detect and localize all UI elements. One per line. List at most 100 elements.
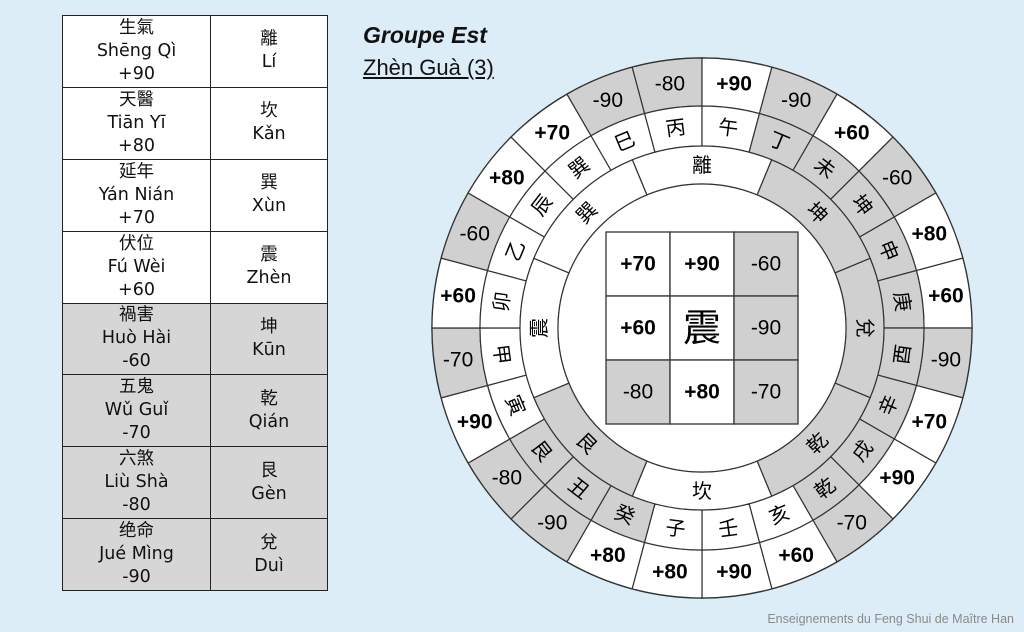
trigram-label: 離 xyxy=(692,153,712,177)
star-value: -60 xyxy=(122,351,151,372)
ring-value-label: +80 xyxy=(489,167,525,190)
trigram-chinese: 離 xyxy=(260,29,278,50)
ring-value-label: -90 xyxy=(931,349,961,372)
ring-value-label: -60 xyxy=(460,222,490,245)
ring-value-label: +60 xyxy=(928,284,964,307)
ring-value-label: -60 xyxy=(882,167,912,190)
luopan-compass: -80 +90 -90 +60 -60 +80 +60 -90 +70 +90 -70 +60 +90 +… xyxy=(431,57,973,599)
star-value: +70 xyxy=(118,207,155,228)
grid-center-trigram: 震 xyxy=(683,306,721,350)
ring-value-label: +90 xyxy=(457,411,493,434)
grid-cell xyxy=(605,231,671,297)
ring-value-label: +60 xyxy=(440,284,476,307)
ring-value-label: +90 xyxy=(879,466,915,489)
mountain-label: 甲 xyxy=(489,343,515,366)
star-pinyin: Jué Mìng xyxy=(99,544,174,565)
star-chinese: 禍害 xyxy=(119,305,154,326)
trigram-chinese: 坎 xyxy=(260,101,278,122)
grid-value: -60 xyxy=(751,253,781,276)
star-chinese: 六煞 xyxy=(119,449,154,470)
star-value: +80 xyxy=(118,135,155,156)
star-pinyin: Liù Shà xyxy=(104,472,169,493)
ring-value-label: +80 xyxy=(911,222,947,245)
star-value: -80 xyxy=(122,495,151,516)
trigram-pinyin: Lí xyxy=(261,52,277,73)
ring-value-label: -90 xyxy=(781,89,811,112)
star-pinyin: Fú Wèi xyxy=(107,256,166,277)
trigram-label: 坎 xyxy=(692,479,712,503)
grid-cell xyxy=(733,231,799,297)
star-pinyin: Yán Nián xyxy=(98,184,175,205)
ring-value-label: -70 xyxy=(837,512,867,535)
mountain-label: 酉 xyxy=(889,343,915,366)
mountain-label: 子 xyxy=(664,515,687,541)
star-pinyin: Tiān Yī xyxy=(107,112,166,133)
trigram-pinyin: Kǎn xyxy=(252,124,286,145)
ring-value-label: +80 xyxy=(590,544,626,567)
grid-cell xyxy=(605,295,671,361)
star-pinyin: Shēng Qì xyxy=(96,40,177,61)
mountain-label: 丙 xyxy=(664,115,687,141)
trigram-pinyin: Kūn xyxy=(252,339,286,360)
ring-value-label: +70 xyxy=(911,411,947,434)
page-title: Groupe Est xyxy=(363,22,487,48)
star-chinese: 五鬼 xyxy=(119,377,154,398)
grid-value: +90 xyxy=(684,253,720,276)
grid-cell xyxy=(605,359,671,425)
trigram-label: 兌 xyxy=(853,318,877,338)
grid-cell xyxy=(733,359,799,425)
star-value: -90 xyxy=(122,567,151,588)
mountain-label: 壬 xyxy=(717,515,740,541)
trigram-pinyin: Gèn xyxy=(251,483,287,504)
star-chinese: 天醫 xyxy=(119,89,154,110)
grid-value: -90 xyxy=(751,317,781,340)
star-chinese: 绝命 xyxy=(119,521,154,542)
ring-value-label: -90 xyxy=(593,89,623,112)
credit-text: Enseignements du Feng Shui de Maître Han xyxy=(767,612,1014,626)
trigram-chinese: 震 xyxy=(260,245,278,266)
trigram-chinese: 巽 xyxy=(260,173,278,194)
star-pinyin: Huò Hài xyxy=(101,328,172,349)
ring-value-label: -70 xyxy=(443,349,473,372)
trigram-chinese: 兌 xyxy=(260,532,278,553)
star-value: -70 xyxy=(122,423,151,444)
star-value: +90 xyxy=(118,63,155,84)
mountain-label: 庚 xyxy=(889,290,915,313)
star-chinese: 延年 xyxy=(119,161,154,182)
ring-value-label: -80 xyxy=(492,466,522,489)
grid-value: +60 xyxy=(620,317,656,340)
trigram-label: 震 xyxy=(527,318,551,338)
trigram-pinyin: Qián xyxy=(248,411,290,432)
page-subtitle: Zhèn Guà (3) xyxy=(363,55,494,80)
star-value: +60 xyxy=(118,279,155,300)
grid-value: +70 xyxy=(620,253,656,276)
mountain-label: 卯 xyxy=(489,290,515,313)
ring-value-label: +90 xyxy=(716,73,752,96)
trigram-chinese: 坤 xyxy=(260,316,278,337)
